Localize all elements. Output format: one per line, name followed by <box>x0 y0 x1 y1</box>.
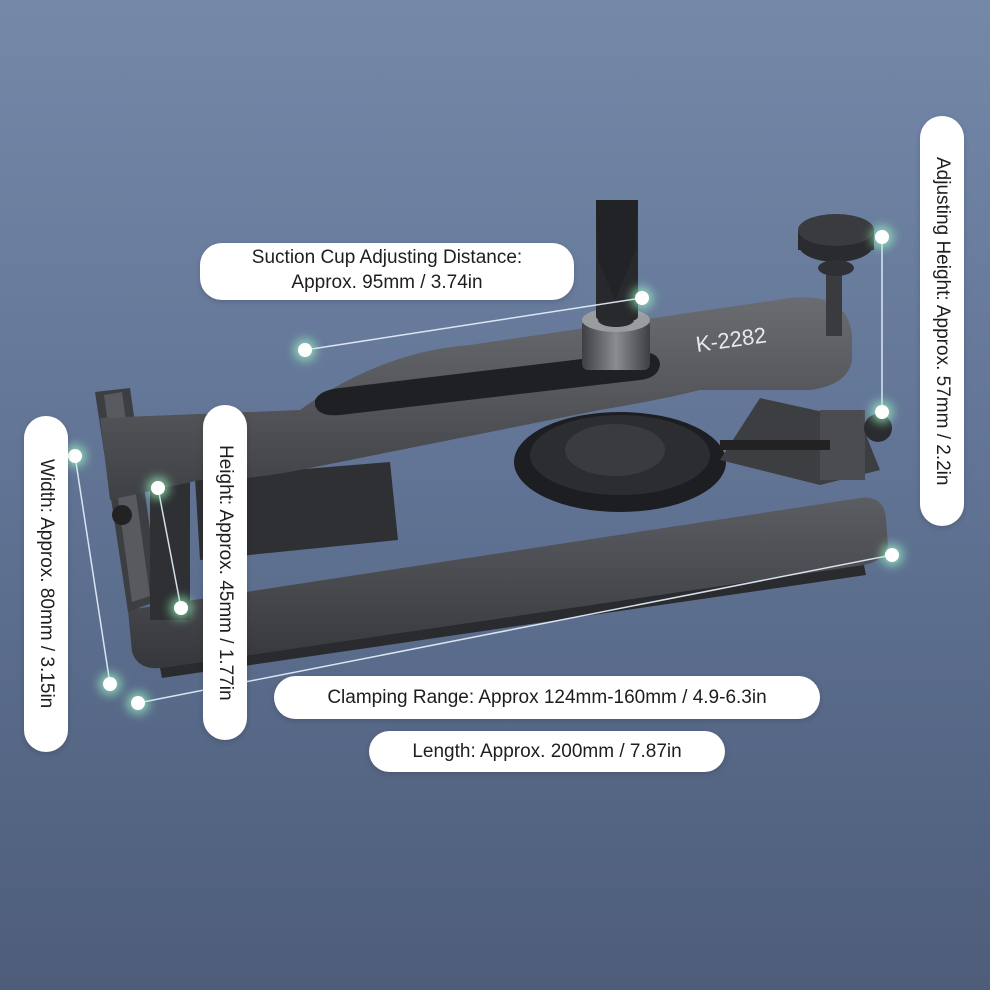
length-text: Length: Approx. 200mm / 7.87in <box>412 741 682 762</box>
dot-length-start <box>131 696 145 710</box>
dot-length-end <box>885 548 899 562</box>
dot-suction-end <box>635 291 649 305</box>
dot-adjust-top <box>875 230 889 244</box>
suction-cup <box>514 412 726 512</box>
width-line <box>74 455 111 685</box>
dot-width-bottom <box>103 677 117 691</box>
base-plate <box>128 497 888 678</box>
length-line <box>137 554 893 704</box>
height-screw <box>798 214 874 336</box>
dot-adjust-bottom <box>875 405 889 419</box>
width-text: Width: Approx. 80mm / 3.15in <box>36 459 57 709</box>
height-text: Height: Approx. 45mm / 1.77in <box>215 444 236 701</box>
right-clamp <box>720 398 892 485</box>
adjusting-height-label: Adjusting Height: Approx. 57mm / 2.2in <box>920 116 964 526</box>
height-label: Height: Approx. 45mm / 1.77in <box>203 405 247 740</box>
suction-post <box>582 200 650 370</box>
width-label: Width: Approx. 80mm / 3.15in <box>24 416 68 752</box>
dot-height-bottom <box>174 601 188 615</box>
height-line <box>157 487 182 609</box>
suction-distance-line-1: Suction Cup Adjusting Distance: <box>251 247 523 268</box>
length-label: Length: Approx. 200mm / 7.87in <box>369 731 725 772</box>
dot-suction-start <box>298 343 312 357</box>
suction-distance-line-2: Approx. 95mm / 3.74in <box>291 272 483 293</box>
adjusting-height-text: Adjusting Height: Approx. 57mm / 2.2in <box>932 156 953 486</box>
clamping-range-text: Clamping Range: Approx 124mm-160mm / 4.9… <box>327 687 767 708</box>
dot-height-top <box>151 481 165 495</box>
dot-width-top <box>68 449 82 463</box>
adjusting-arm: K-2282 <box>100 297 852 500</box>
suction-distance-line <box>304 297 643 351</box>
suction-distance-label: Suction Cup Adjusting Distance: Approx. … <box>200 243 574 300</box>
clamping-range-label: Clamping Range: Approx 124mm-160mm / 4.9… <box>274 676 820 719</box>
